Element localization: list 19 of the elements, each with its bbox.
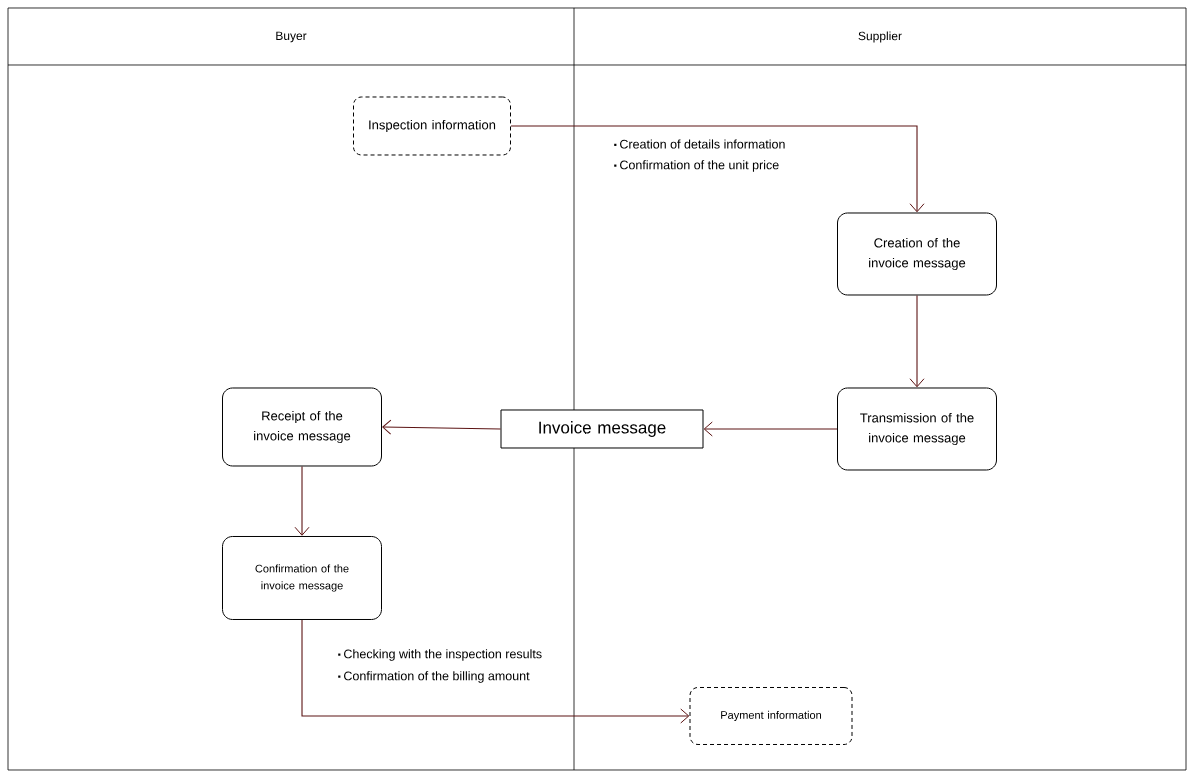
bullet-note: Confirmation of the unit price [614, 160, 779, 172]
arrow [703, 421, 838, 437]
arrow [510, 125, 925, 213]
process-box: Receipt of the invoice message [222, 387, 382, 467]
data-box: Inspection information [353, 96, 511, 156]
arrow [301, 619, 690, 724]
bullet-note: Confirmation of the billing amount [338, 671, 530, 683]
lane-header: Supplier [858, 31, 902, 43]
process-box: Transmission of the invoice message [837, 387, 997, 471]
process-box: Confirmation of the invoice message [222, 536, 382, 620]
arrow [294, 465, 310, 536]
bullet-note: Checking with the inspection results [338, 649, 542, 661]
process-box: Creation of the invoice message [837, 212, 997, 296]
arrow [909, 294, 925, 388]
bullet-note: Creation of details information [614, 139, 785, 149]
data-box: Payment information [689, 687, 853, 745]
lane-header: Buyer [276, 31, 307, 43]
message-box: Invoice message [500, 409, 704, 449]
arrow [382, 419, 502, 435]
